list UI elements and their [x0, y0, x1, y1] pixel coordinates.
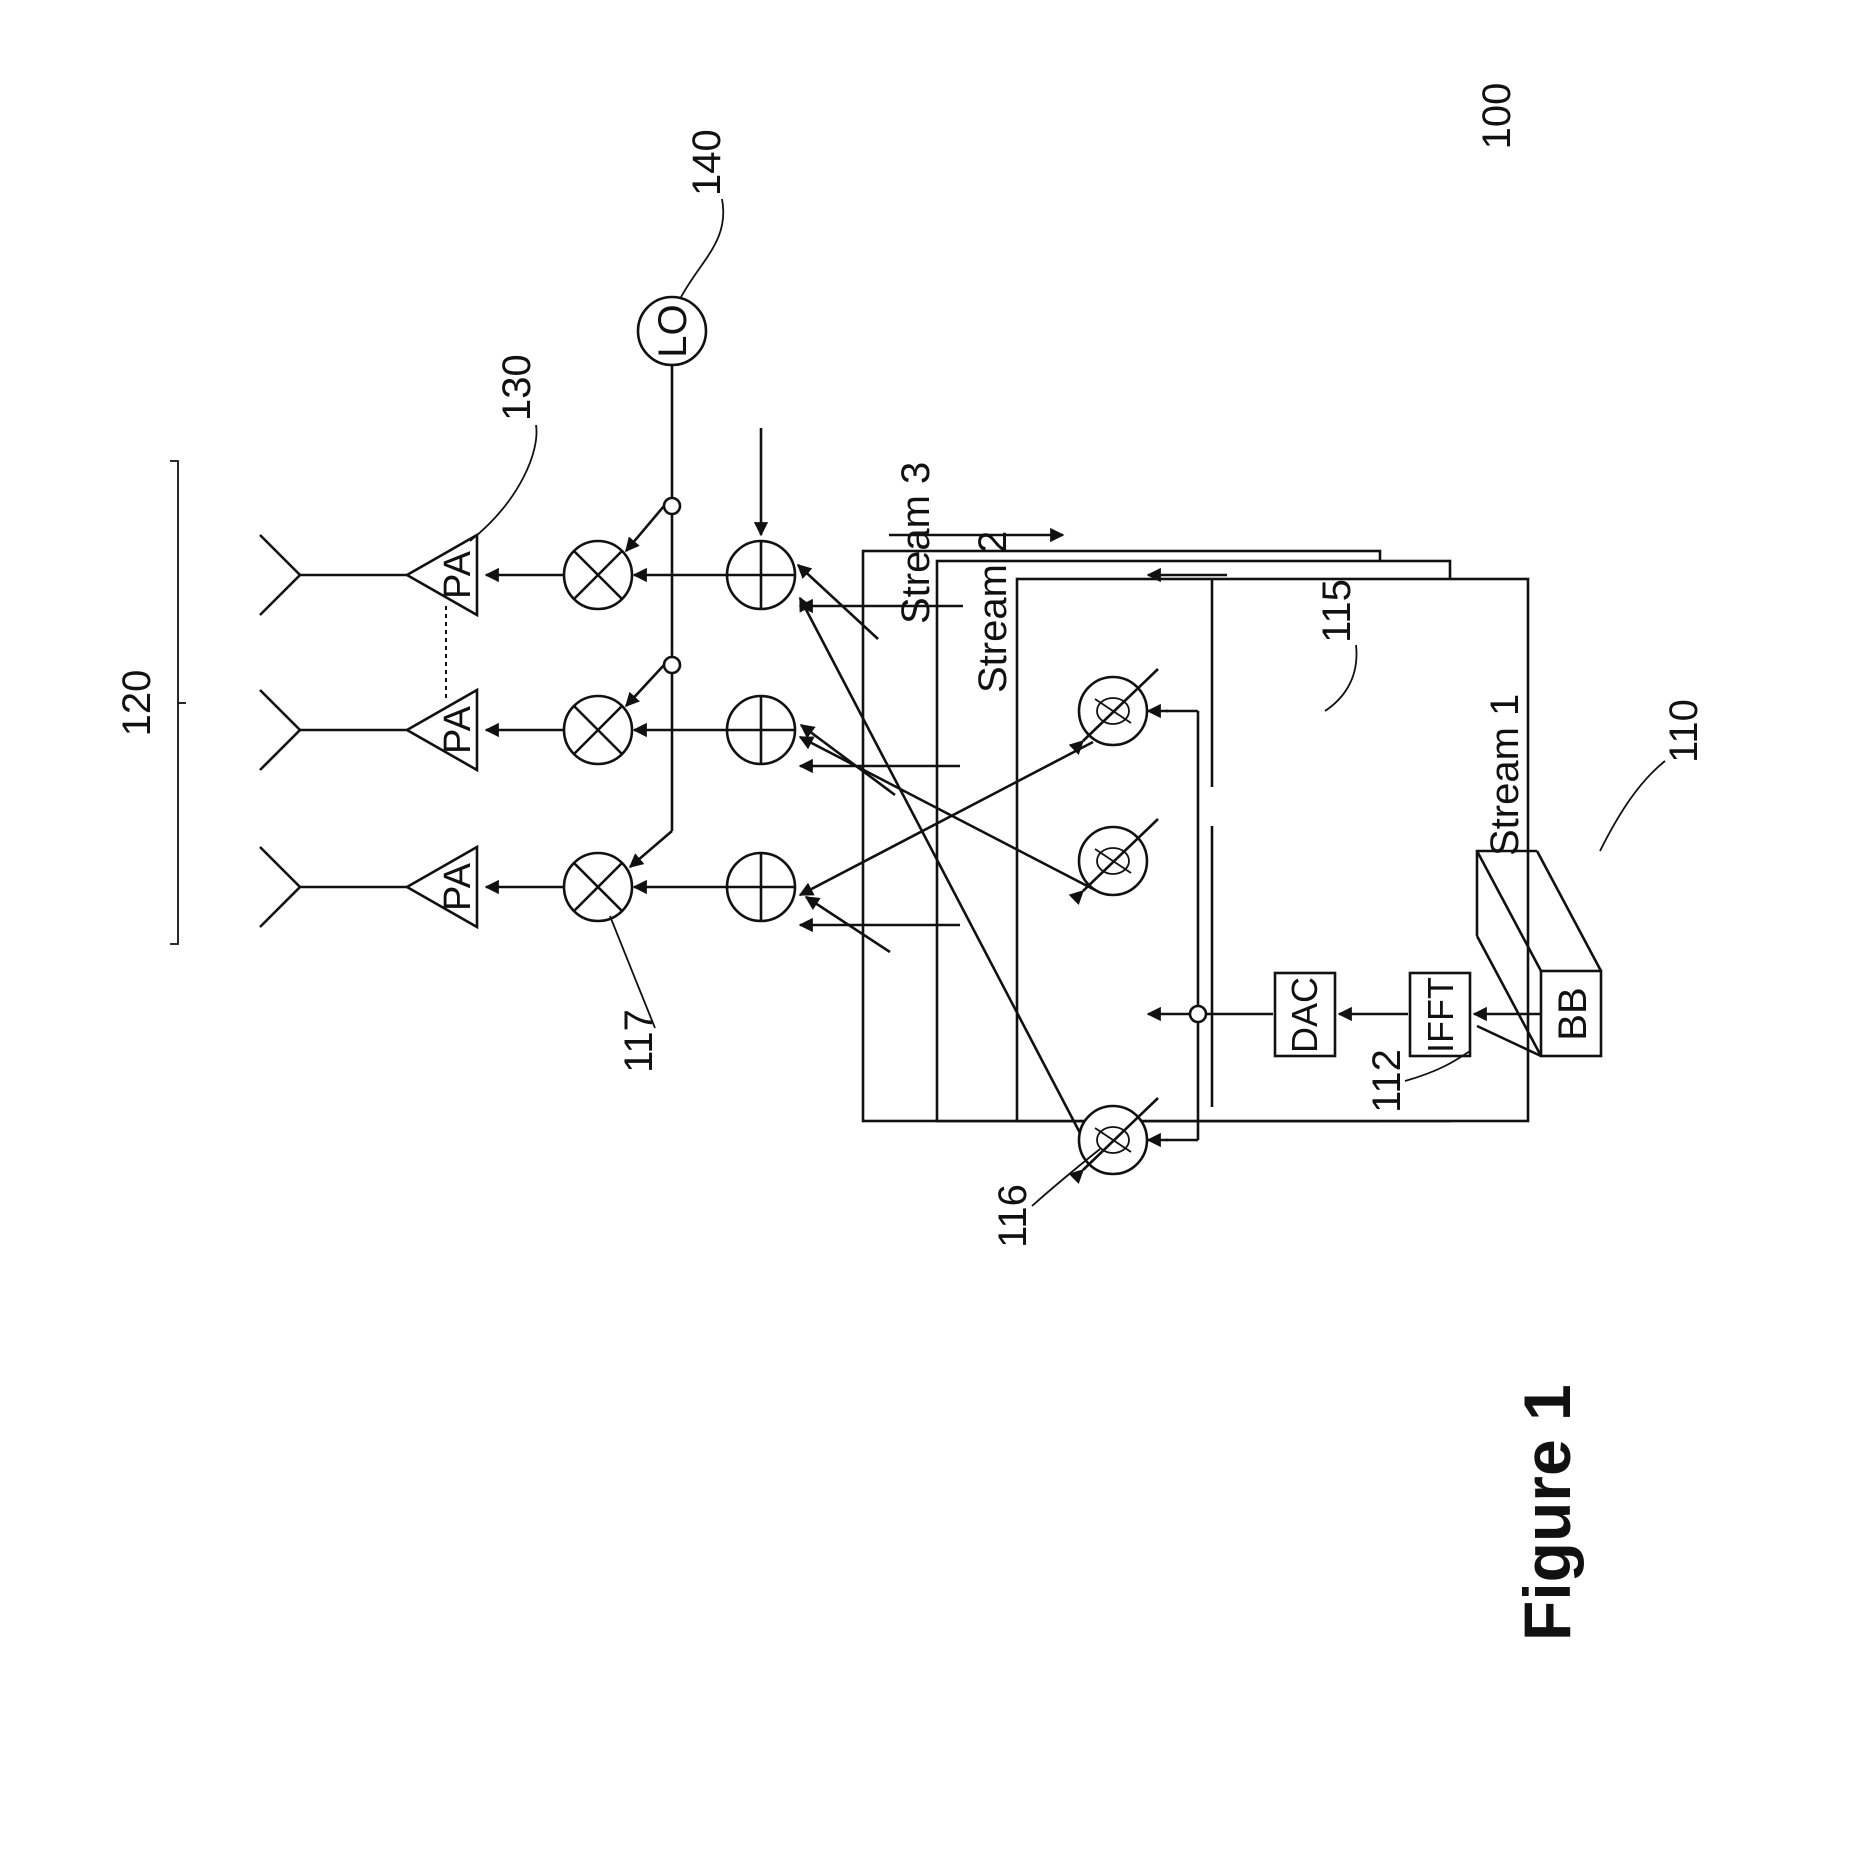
leader-130	[470, 425, 536, 541]
pa-2-label: PA	[437, 705, 479, 754]
lo-distribution-lines	[626, 365, 680, 867]
pa-1: PA	[407, 535, 479, 615]
stream-3-label: Stream 3	[894, 462, 938, 624]
combiner-1	[727, 541, 795, 609]
pa-3-label: PA	[437, 862, 479, 911]
ref-130: 130	[495, 354, 539, 421]
combiner-to-mixer-arrows	[634, 575, 727, 887]
lo-label: LO	[651, 304, 695, 357]
antenna-3	[260, 847, 407, 927]
dac-block: DAC	[1275, 973, 1335, 1056]
ref-120: 120	[115, 670, 159, 737]
pa-3: PA	[407, 847, 479, 927]
combiner-3	[727, 853, 795, 921]
ref-140: 140	[685, 129, 729, 196]
ref-117: 117	[617, 1009, 661, 1073]
mixer-3	[564, 853, 632, 921]
combiner-2	[727, 696, 795, 764]
pa-2: PA	[407, 690, 479, 770]
ifft-block: IFFT	[1410, 973, 1470, 1056]
antenna-array-bracket	[170, 461, 186, 944]
ref-115: 115	[1315, 579, 1359, 643]
mixer-to-pa-arrows	[486, 575, 564, 887]
leader-140	[680, 199, 723, 299]
mixer-2	[564, 696, 632, 764]
figure-caption: Figure 1	[1510, 1384, 1584, 1641]
stream-2-label: Stream 2	[971, 531, 1015, 693]
pa-1-label: PA	[437, 550, 479, 599]
bb-label: BB	[1551, 987, 1595, 1040]
leader-110	[1600, 761, 1665, 851]
leader-116	[1032, 1149, 1100, 1206]
ref-110: 110	[1662, 699, 1706, 763]
ifft-label: IFFT	[1420, 977, 1461, 1053]
mixer-1	[564, 541, 632, 609]
lo-source: LO	[638, 297, 706, 365]
ref-112: 112	[1365, 1049, 1409, 1113]
antenna-1	[260, 535, 407, 615]
stream-1-label: Stream 1	[1483, 694, 1527, 856]
ref-116: 116	[991, 1184, 1035, 1248]
ref-100: 100	[1475, 83, 1519, 150]
dac-label: DAC	[1284, 977, 1325, 1053]
antenna-2	[260, 690, 407, 770]
junction-node	[1190, 1006, 1206, 1022]
